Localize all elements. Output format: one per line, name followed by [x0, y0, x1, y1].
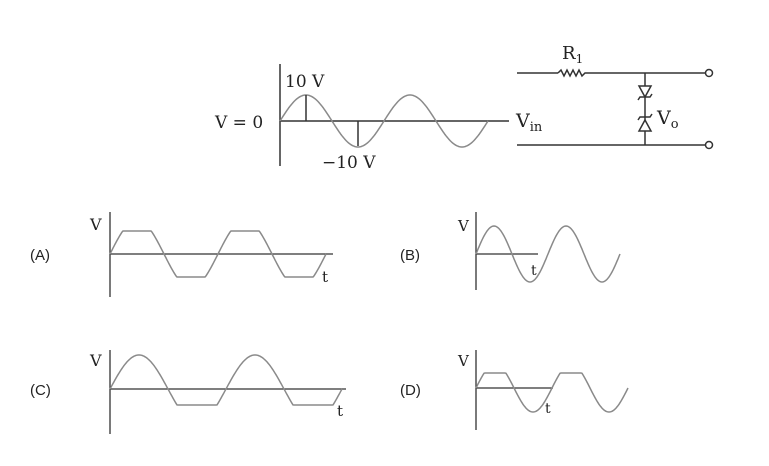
- peak-label: 10 V: [285, 72, 325, 92]
- input-waveform-graph: 10 V −10 V V = 0 Vin: [214, 64, 543, 173]
- vin-label: Vin: [515, 110, 543, 135]
- output-voltage-label: Vo: [656, 107, 679, 132]
- output-waveform: [109, 230, 327, 278]
- output-waveform: [475, 372, 629, 413]
- option-d[interactable]: (D) V t: [400, 350, 629, 430]
- zero-label: V = 0: [214, 113, 263, 133]
- zener-clipper-circuit: [517, 68, 714, 150]
- option-a-label: (A): [30, 247, 50, 264]
- option-d-x-label: t: [545, 401, 551, 417]
- option-c-x-label: t: [337, 402, 343, 420]
- option-c-y-label: V: [89, 351, 102, 370]
- zener-diode-1: [637, 85, 653, 101]
- resistor-r1: [557, 68, 587, 78]
- option-d-y-label: V: [457, 352, 470, 370]
- input-sine-wave: [279, 94, 489, 148]
- output-waveform: [109, 354, 343, 406]
- option-b-y-label: V: [457, 217, 470, 235]
- output-terminal-top: [704, 68, 714, 78]
- option-b-x-label: t: [531, 263, 537, 279]
- trough-label: −10 V: [322, 153, 376, 173]
- output-waveform: [475, 225, 621, 283]
- output-terminal-bottom: [704, 140, 714, 150]
- option-c-label: (C): [30, 382, 51, 399]
- option-c[interactable]: (C) V t: [30, 350, 346, 434]
- option-a-x-label: t: [322, 268, 328, 286]
- option-a-y-label: V: [89, 215, 102, 234]
- option-b[interactable]: (B) V t: [400, 212, 621, 290]
- option-b-label: (B): [400, 247, 420, 264]
- option-d-label: (D): [400, 382, 421, 399]
- option-a[interactable]: (A) V t: [30, 212, 333, 297]
- resistor-label: R1: [562, 43, 583, 66]
- zener-diode-2: [637, 113, 653, 132]
